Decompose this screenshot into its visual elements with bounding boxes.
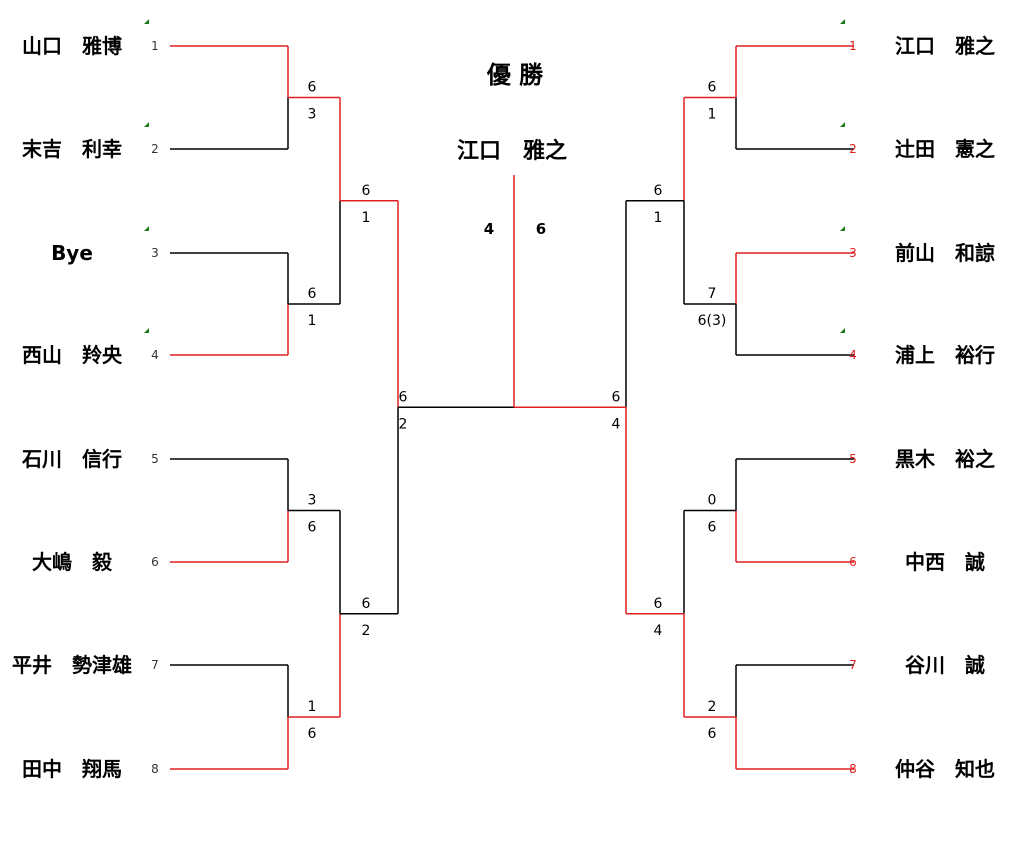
- final-score-left: 4: [484, 220, 494, 238]
- seed-flag-icon: [144, 328, 149, 333]
- right-r2-score: 4: [654, 623, 663, 639]
- left-r1-score: 6: [308, 726, 317, 742]
- right-player-seed: 4: [849, 348, 857, 362]
- right-r1-score: 6: [708, 80, 717, 96]
- left-player-name: Bye: [51, 241, 93, 265]
- left-player-seed: 3: [151, 246, 159, 260]
- right-sf-score: 4: [612, 416, 621, 432]
- right-player-name: 前山 和諒: [895, 241, 995, 265]
- right-r1-score: 6: [708, 726, 717, 742]
- left-r1-score: 6: [308, 80, 317, 96]
- right-player-seed: 1: [849, 39, 857, 53]
- seed-flag-icon: [840, 328, 845, 333]
- right-player-seed: 2: [849, 142, 857, 156]
- left-player-name: 平井 勢津雄: [12, 653, 132, 677]
- left-player-name: 西山 羚央: [22, 343, 123, 367]
- right-r1-score: 7: [708, 286, 717, 302]
- right-r1-score: 2: [708, 699, 717, 715]
- right-r1-score: 1: [708, 107, 717, 123]
- left-player-name: 末吉 利幸: [22, 137, 122, 161]
- left-r1-score: 3: [308, 493, 317, 509]
- seed-flag-icon: [840, 226, 845, 231]
- left-sf-score: 2: [399, 416, 408, 432]
- seed-flag-icon: [840, 122, 845, 127]
- right-player-name: 辻田 憲之: [895, 137, 995, 161]
- left-player-seed: 4: [151, 348, 159, 362]
- left-r1-score: 6: [308, 520, 317, 536]
- right-player-seed: 8: [849, 762, 857, 776]
- final-score-right: 6: [536, 220, 546, 238]
- left-player-name: 石川 信行: [21, 447, 122, 471]
- right-r2-score: 6: [654, 183, 663, 199]
- right-player-seed: 7: [849, 658, 857, 672]
- bracket-lines: [170, 45, 854, 770]
- right-player-name: 浦上 裕行: [895, 343, 995, 367]
- right-sf-score: 6: [612, 389, 621, 405]
- seed-flag-icon: [840, 19, 845, 24]
- right-r2-score: 1: [654, 210, 663, 226]
- champion-title: 優 勝: [486, 61, 544, 89]
- right-player-name: 江口 雅之: [895, 34, 995, 58]
- left-r1-score: 1: [308, 699, 317, 715]
- seed-flag-icon: [144, 19, 149, 24]
- left-r2-score: 6: [362, 183, 371, 199]
- left-r1-score: 1: [308, 313, 317, 329]
- left-r2-score: 1: [362, 210, 371, 226]
- left-sf-score: 6: [399, 389, 408, 405]
- seed-flag-icon: [144, 122, 149, 127]
- right-r1-score: 6: [708, 520, 717, 536]
- left-r1-score: 3: [308, 107, 317, 123]
- right-player-seed: 5: [849, 452, 857, 466]
- right-player-name: 谷川 誠: [905, 653, 985, 677]
- right-player-seed: 6: [849, 555, 857, 569]
- champion-name: 江口 雅之: [457, 138, 567, 164]
- right-player-name: 黒木 裕之: [895, 447, 995, 471]
- right-r1-score: 0: [708, 493, 717, 509]
- left-player-seed: 7: [151, 658, 159, 672]
- left-player-name: 山口 雅博: [22, 34, 122, 58]
- right-r2-score: 6: [654, 596, 663, 612]
- right-player-name: 中西 誠: [905, 550, 985, 574]
- seed-flag-icon: [144, 226, 149, 231]
- left-r2-score: 6: [362, 596, 371, 612]
- right-r1-score: 6(3): [698, 313, 727, 329]
- left-player-seed: 8: [151, 762, 159, 776]
- right-player-name: 仲谷 知也: [895, 757, 995, 781]
- left-player-seed: 5: [151, 452, 159, 466]
- right-player-seed: 3: [849, 246, 857, 260]
- left-player-seed: 2: [151, 142, 159, 156]
- left-r1-score: 6: [308, 286, 317, 302]
- left-player-seed: 6: [151, 555, 159, 569]
- left-player-name: 田中 翔馬: [22, 757, 122, 781]
- left-player-name: 大嶋 毅: [32, 550, 113, 574]
- left-r2-score: 2: [362, 623, 371, 639]
- left-player-seed: 1: [151, 39, 159, 53]
